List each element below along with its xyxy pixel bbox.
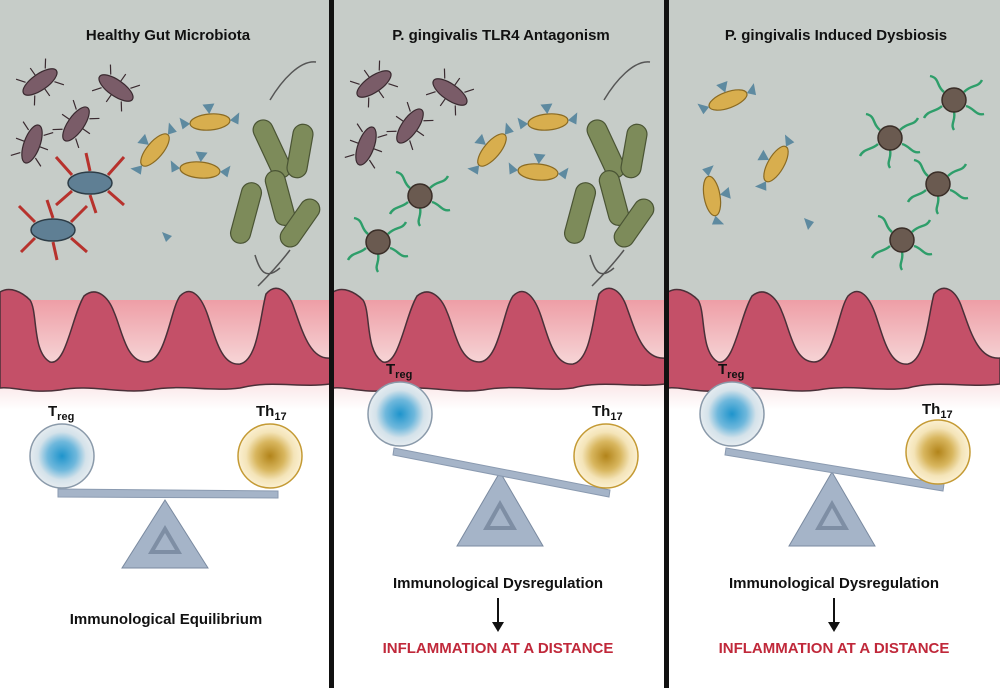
bacteroides-cluster (344, 60, 475, 169)
p-gingivalis-bacterium (922, 74, 985, 131)
spiked-bacterium (17, 199, 89, 261)
treg-label: Treg (48, 403, 74, 423)
rod-bacteria-cluster (229, 61, 321, 287)
bacteroides-bacterium (91, 64, 141, 112)
treg-cell (367, 381, 433, 447)
treg-label: Treg (386, 361, 412, 381)
th17-cell (905, 419, 971, 485)
scale-beam (724, 447, 945, 492)
consequence-label: INFLAMMATION AT A DISTANCE (383, 640, 614, 657)
bacteroides-bacterium (15, 58, 65, 106)
panel-divider (329, 0, 334, 688)
bacteroides-bacterium (349, 60, 399, 108)
panel-divider (664, 0, 669, 688)
rod-bacterium (563, 182, 597, 244)
rod-bacterium (229, 182, 263, 244)
panel-healthy-gut-microbiota: Healthy Gut Microbiota (0, 0, 330, 628)
down-arrow-icon (828, 598, 840, 632)
capsule-bacterium (702, 165, 731, 225)
immune-status-label: Immunological Equilibrium (70, 611, 263, 628)
intestinal-epithelium (333, 287, 665, 392)
panel-tlr4-antagonism: P. gingivalis TLR4 Antagonism (333, 0, 665, 657)
bacteroides-bacterium (10, 121, 54, 167)
immune-status-label: Immunological Dysregulation (729, 575, 939, 592)
bacteroides-bacterium (344, 123, 388, 169)
immune-balance-scale: Treg Th17 (367, 361, 639, 547)
capsule-bacterium (130, 122, 177, 175)
capsule-bacterium (697, 81, 757, 115)
p-gingivalis-bacterium (388, 170, 451, 227)
scale-beam (392, 447, 611, 498)
p-gingivalis-bacterium (906, 158, 969, 215)
capsule-bacterium (517, 103, 578, 131)
immune-balance-scale: Treg Th17 (29, 403, 303, 569)
th17-label: Th17 (256, 403, 287, 423)
p-gingivalis-bacterium (346, 216, 409, 273)
panel-title: Healthy Gut Microbiota (86, 27, 251, 44)
rod-bacterium (620, 123, 648, 179)
treg-cell (699, 381, 765, 447)
th17-cell (237, 423, 303, 489)
fulcrum-center (490, 508, 510, 526)
intestinal-epithelium (0, 287, 330, 392)
th17-label: Th17 (592, 403, 623, 423)
capsule-bacterium (508, 153, 569, 181)
capsule-bacterium (170, 151, 231, 179)
capsule-bacterium (754, 134, 795, 191)
th17-label: Th17 (922, 401, 953, 421)
down-arrow-icon (492, 598, 504, 632)
immune-status-label: Immunological Dysregulation (393, 575, 603, 592)
rod-bacteria-cluster (563, 61, 655, 287)
fulcrum-center (822, 508, 842, 526)
rod-bacterium (613, 198, 655, 248)
panel-title: P. gingivalis TLR4 Antagonism (392, 27, 610, 44)
spiked-bacterium (54, 152, 126, 214)
bacteroides-bacterium (425, 68, 475, 116)
consequence-label: INFLAMMATION AT A DISTANCE (719, 640, 950, 657)
intestinal-epithelium (668, 287, 1000, 392)
panel-title: P. gingivalis Induced Dysbiosis (725, 27, 947, 44)
gut-lumen (668, 0, 1000, 300)
free-pilus-fragment (804, 218, 814, 230)
bacteroides-bacterium (52, 99, 100, 149)
p-gingivalis-bacterium (870, 214, 933, 271)
th17-cell (573, 423, 639, 489)
fulcrum-center (155, 533, 175, 550)
bacteroides-bacterium (386, 101, 434, 151)
p-gingivalis-bacterium (858, 112, 921, 169)
scale-beam (57, 488, 279, 499)
panel-induced-dysbiosis: P. gingivalis Induced Dysbiosis (668, 0, 1000, 657)
rod-bacterium (279, 198, 321, 248)
capsule-bacterium (179, 103, 240, 131)
immune-balance-scale: Treg Th17 (699, 361, 971, 547)
free-pilus-fragment (162, 232, 172, 242)
rod-bacterium (286, 123, 314, 179)
capsule-bacterium (467, 122, 514, 175)
treg-cell (29, 423, 95, 489)
treg-label: Treg (718, 361, 744, 381)
bacteroides-cluster (10, 58, 141, 167)
